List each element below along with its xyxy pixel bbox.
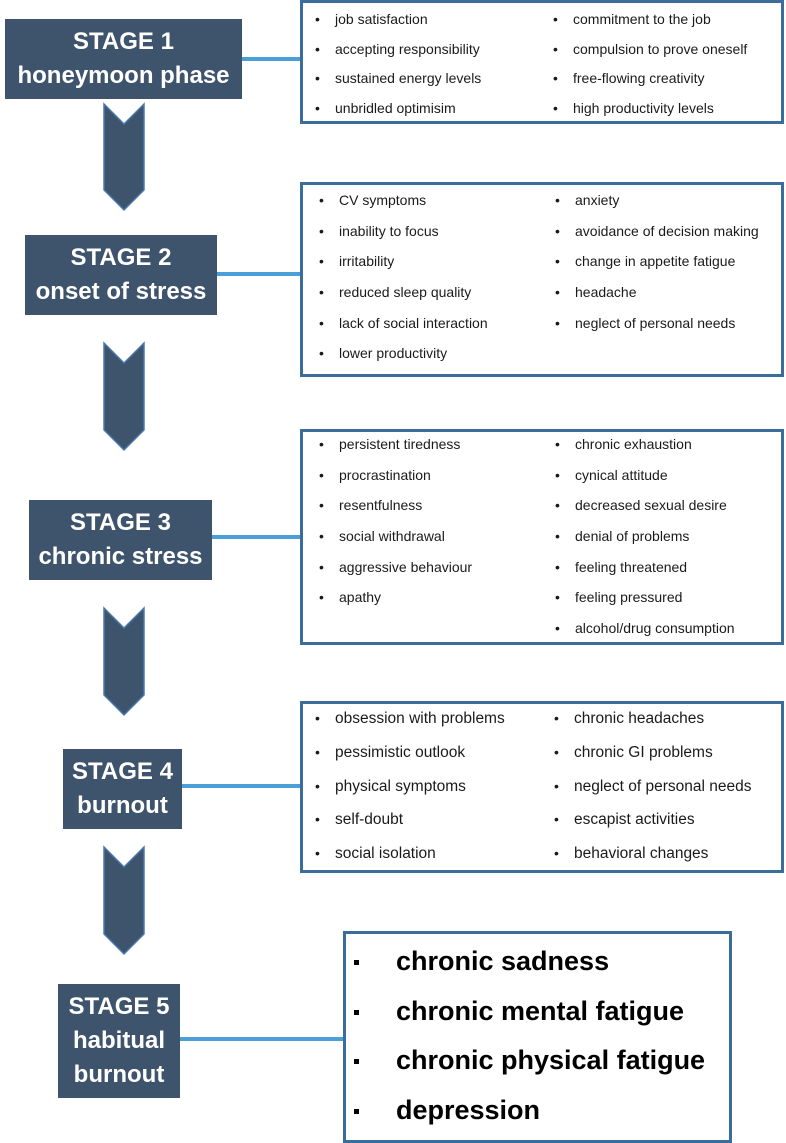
list-item: chronic exhaustion <box>553 436 692 452</box>
arrow-down-3 <box>103 606 145 717</box>
list-item: compulsion to prove oneself <box>551 41 747 57</box>
stage-1-symptoms: job satisfaction accepting responsibilit… <box>300 0 784 124</box>
list-item: apathy <box>317 589 381 605</box>
stage-5-subtitle-line-2: burnout <box>73 1061 165 1088</box>
list-item: unbridled optimisim <box>313 100 456 116</box>
stage-5-subtitle-line-1: habitual <box>72 1027 165 1054</box>
list-item: resentfulness <box>317 497 422 513</box>
list-item: accepting responsibility <box>313 41 480 57</box>
stage-4-box: STAGE 4 burnout <box>63 749 182 829</box>
list-item: inability to focus <box>317 223 439 239</box>
list-item: chronic headaches <box>552 710 704 728</box>
stage-5-box: STAGE 5 habitual burnout <box>58 984 180 1098</box>
stage-2-subtitle: onset of stress <box>35 278 207 305</box>
list-item: feeling threatened <box>553 559 687 575</box>
list-item: social withdrawal <box>317 528 445 544</box>
arrow-down-4 <box>103 845 145 956</box>
list-item: procrastination <box>317 467 431 483</box>
stage-2-box: STAGE 2 onset of stress <box>25 235 217 315</box>
stage-2-symptoms: CV symptoms inability to focus irritabil… <box>300 182 784 377</box>
list-item: physical symptoms <box>313 778 466 796</box>
list-item: aggressive behaviour <box>317 559 472 575</box>
stage-1-title: STAGE 1 <box>73 28 174 55</box>
arrow-down-1 <box>103 102 145 212</box>
stage-3-title: STAGE 3 <box>70 509 171 536</box>
list-item: obsession with problems <box>313 710 505 728</box>
list-item: lower productivity <box>317 345 447 361</box>
stage-3-box: STAGE 3 chronic stress <box>29 500 212 580</box>
list-item: anxiety <box>553 192 619 208</box>
list-item: denial of problems <box>553 528 689 544</box>
list-item: CV symptoms <box>317 192 426 208</box>
list-item: reduced sleep quality <box>317 284 471 300</box>
list-item: job satisfaction <box>313 11 428 27</box>
list-item: self-doubt <box>313 811 403 829</box>
list-item: commitment to the job <box>551 11 711 27</box>
list-item: chronic sadness <box>346 936 609 986</box>
stage-2-title: STAGE 2 <box>70 244 172 271</box>
list-item: free-flowing creativity <box>551 70 705 86</box>
list-item: cynical attitude <box>553 467 668 483</box>
list-item: lack of social interaction <box>317 315 488 331</box>
list-item: alcohol/drug consumption <box>553 620 735 636</box>
list-item: decreased sexual desire <box>553 497 727 513</box>
list-item: avoidance of decision making <box>553 223 759 239</box>
stage-5-title: STAGE 5 <box>68 993 170 1020</box>
stage-4-symptoms: obsession with problems pessimistic outl… <box>300 701 784 873</box>
list-item: persistent tiredness <box>317 436 460 452</box>
list-item: chronic physical fatigue <box>346 1035 705 1085</box>
stage-4-title: STAGE 4 <box>72 758 173 785</box>
stage-3-subtitle: chronic stress <box>38 543 203 570</box>
list-item: irritability <box>317 253 394 269</box>
list-item: headache <box>553 284 637 300</box>
list-item: sustained energy levels <box>313 70 481 86</box>
list-item: chronic GI problems <box>552 744 713 762</box>
stage-1-subtitle: honeymoon phase <box>17 62 230 89</box>
stage-3-symptoms: persistent tiredness procrastination res… <box>300 429 784 645</box>
list-item: high productivity levels <box>551 100 714 116</box>
arrow-down-2 <box>103 341 145 452</box>
list-item: pessimistic outlook <box>313 744 465 762</box>
stage-1-box: STAGE 1 honeymoon phase <box>5 19 242 99</box>
list-item: social isolation <box>313 845 436 863</box>
stage-4-subtitle: burnout <box>77 792 168 819</box>
list-item: neglect of personal needs <box>552 778 752 796</box>
list-item: chronic mental fatigue <box>346 986 684 1036</box>
list-item: feeling pressured <box>553 589 682 605</box>
list-item: neglect of personal needs <box>553 315 735 331</box>
list-item: depression <box>346 1085 540 1135</box>
list-item: change in appetite fatigue <box>553 253 735 269</box>
list-item: behavioral changes <box>552 845 708 863</box>
list-item: escapist activities <box>552 811 695 829</box>
stage-5-symptoms: chronic sadness chronic mental fatigue c… <box>343 931 732 1143</box>
